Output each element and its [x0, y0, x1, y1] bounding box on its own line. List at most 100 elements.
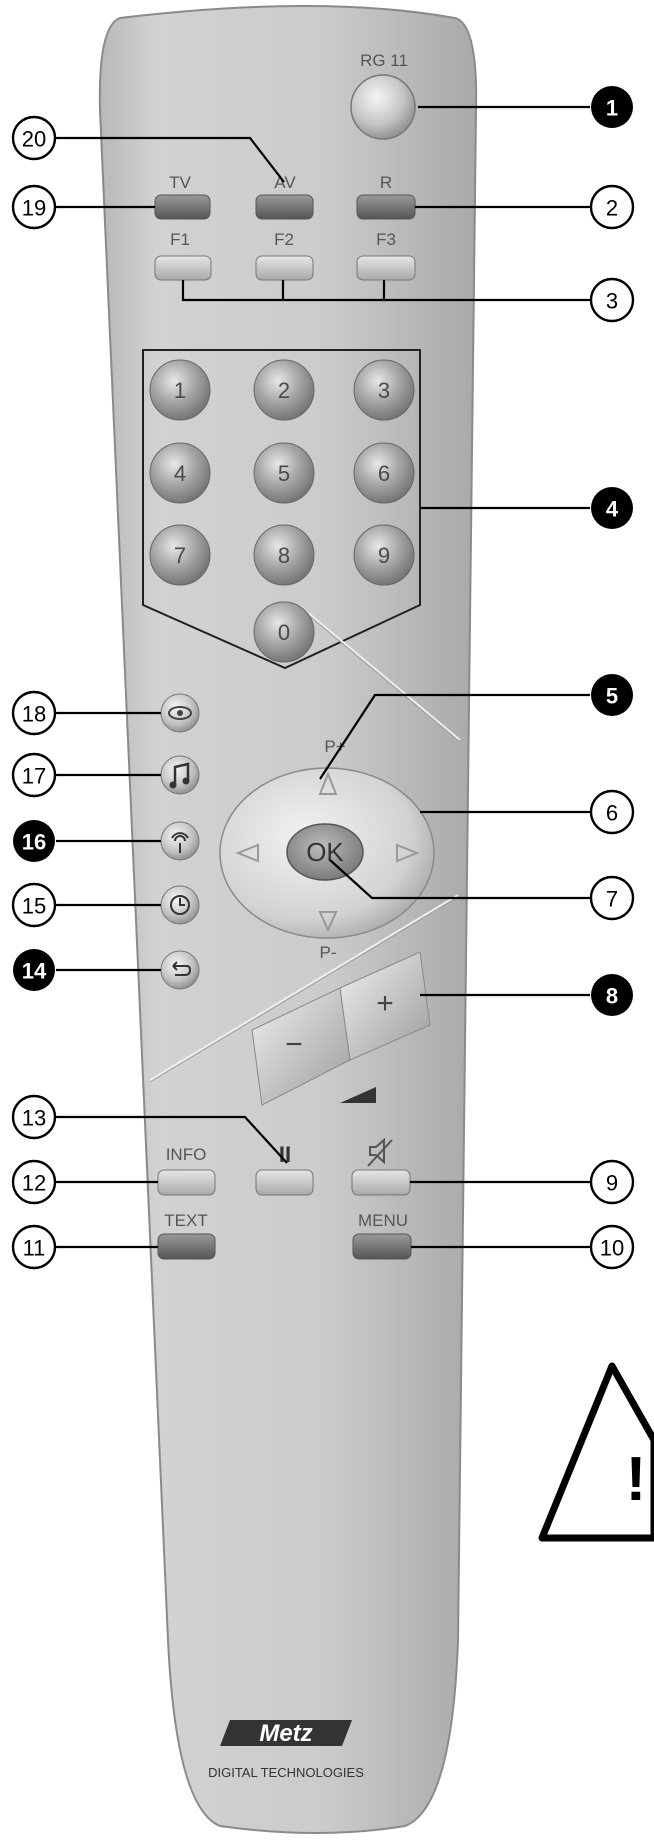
standby-button[interactable] [350, 74, 416, 140]
key-3-label: 3 [378, 378, 390, 403]
callout-11-num: 11 [23, 1236, 46, 1261]
key-6[interactable] [353, 442, 415, 504]
volume-plus-button[interactable] [339, 951, 431, 1061]
leader-13 [56, 1115, 288, 1164]
f3-button[interactable] [356, 255, 416, 281]
callout-7-num: 7 [606, 887, 618, 912]
callout-15: 15 [11, 882, 57, 928]
key-1[interactable] [149, 359, 211, 421]
callout-17: 17 [11, 752, 57, 798]
prog-down-label: P- [320, 943, 337, 962]
label-f1: F1 [170, 230, 190, 249]
callout-3: 3 [589, 277, 635, 323]
label-info: INFO [166, 1145, 207, 1164]
key-4-label: 4 [174, 461, 186, 486]
brand-tagline: DIGITAL TECHNOLOGIES [208, 1765, 364, 1780]
key-6-label: 6 [378, 461, 390, 486]
label-f3: F3 [376, 230, 396, 249]
number-pad-frame [142, 349, 421, 670]
label-r: R [380, 173, 392, 192]
radio-button[interactable] [356, 194, 416, 220]
callout-13-num: 13 [22, 1106, 46, 1131]
mute-button[interactable] [351, 1169, 411, 1196]
return-icon [172, 961, 192, 976]
leader-5 [319, 693, 590, 780]
callout-19-num: 19 [22, 196, 46, 221]
callout-14-num: 14 [22, 959, 47, 984]
antenna-icon [171, 832, 189, 853]
callout-9: 9 [589, 1159, 635, 1205]
callout-10-num: 10 [600, 1236, 624, 1261]
model-label: RG 11 [360, 51, 408, 70]
callout-14: 14 [13, 949, 55, 991]
key-5[interactable] [253, 442, 315, 504]
leader-7 [329, 859, 590, 900]
key-2-label: 2 [278, 378, 290, 403]
f1-button[interactable] [154, 255, 212, 281]
callout-18-num: 18 [22, 702, 46, 727]
callout-13: 13 [11, 1094, 57, 1140]
text-button[interactable] [157, 1233, 216, 1260]
arrow-up-icon[interactable] [318, 771, 338, 795]
callout-1: 1 [591, 86, 633, 128]
av-button[interactable] [255, 194, 314, 220]
number-keys: 1 2 3 4 5 6 7 8 9 0 [149, 359, 415, 663]
callout-5: 5 [591, 674, 633, 716]
arrow-right-icon[interactable] [396, 843, 420, 863]
arrow-down-icon[interactable] [318, 911, 338, 933]
pause-button[interactable] [255, 1169, 314, 1196]
f2-button[interactable] [255, 255, 314, 281]
music-note-icon [173, 762, 190, 785]
key-8[interactable] [253, 524, 315, 586]
key-0[interactable] [253, 601, 315, 663]
callout-12: 12 [11, 1159, 57, 1205]
callout-12-num: 12 [22, 1171, 46, 1196]
callout-9-num: 9 [606, 1171, 618, 1196]
volume-ramp-icon [340, 1087, 376, 1103]
music-note-head-1 [169, 781, 177, 789]
callout-15-num: 15 [22, 894, 46, 919]
arrow-left-icon[interactable] [235, 843, 259, 863]
key-3[interactable] [353, 359, 415, 421]
label-pause: II [279, 1142, 291, 1167]
key-1-label: 1 [174, 378, 186, 403]
prog-up-label: P+ [324, 737, 345, 756]
label-tv: TV [169, 173, 191, 192]
callout-19: 19 [11, 184, 57, 230]
key-9[interactable] [353, 524, 415, 586]
body-divider-upper-shadow [299, 607, 461, 743]
leader-20 [56, 136, 285, 183]
key-9-label: 9 [378, 543, 390, 568]
key-4[interactable] [149, 442, 211, 504]
ok-button[interactable] [286, 823, 364, 881]
brand-logo-text: Metz [259, 1720, 312, 1747]
callout-6: 6 [589, 789, 635, 835]
callout-11: 11 [11, 1224, 57, 1270]
callout-20: 20 [11, 115, 57, 161]
label-menu: MENU [358, 1211, 408, 1230]
callout-8: 8 [591, 974, 633, 1016]
signal-button[interactable] [160, 821, 200, 861]
volume-plus-label: + [376, 987, 394, 1020]
callout-10: 10 [589, 1224, 635, 1270]
warning-exclamation: ! [626, 1445, 647, 1514]
callout-4: 4 [591, 487, 633, 529]
callout-16: 16 [13, 820, 55, 862]
key-2[interactable] [253, 359, 315, 421]
label-av: AV [274, 173, 296, 192]
callout-8-num: 8 [606, 984, 618, 1009]
info-button[interactable] [157, 1169, 216, 1196]
tv-button[interactable] [154, 194, 211, 220]
callout-5-num: 5 [606, 684, 618, 709]
callout-6-num: 6 [606, 801, 618, 826]
key-7[interactable] [149, 524, 211, 586]
sound-button[interactable] [160, 755, 200, 795]
callout-1-num: 1 [606, 96, 618, 121]
menu-button[interactable] [352, 1233, 412, 1260]
mute-icon [367, 1137, 393, 1167]
callout-2: 2 [589, 184, 635, 230]
label-f2: F2 [274, 230, 294, 249]
back-button[interactable] [160, 950, 200, 990]
body-divider-lower-shadow [149, 896, 459, 1083]
